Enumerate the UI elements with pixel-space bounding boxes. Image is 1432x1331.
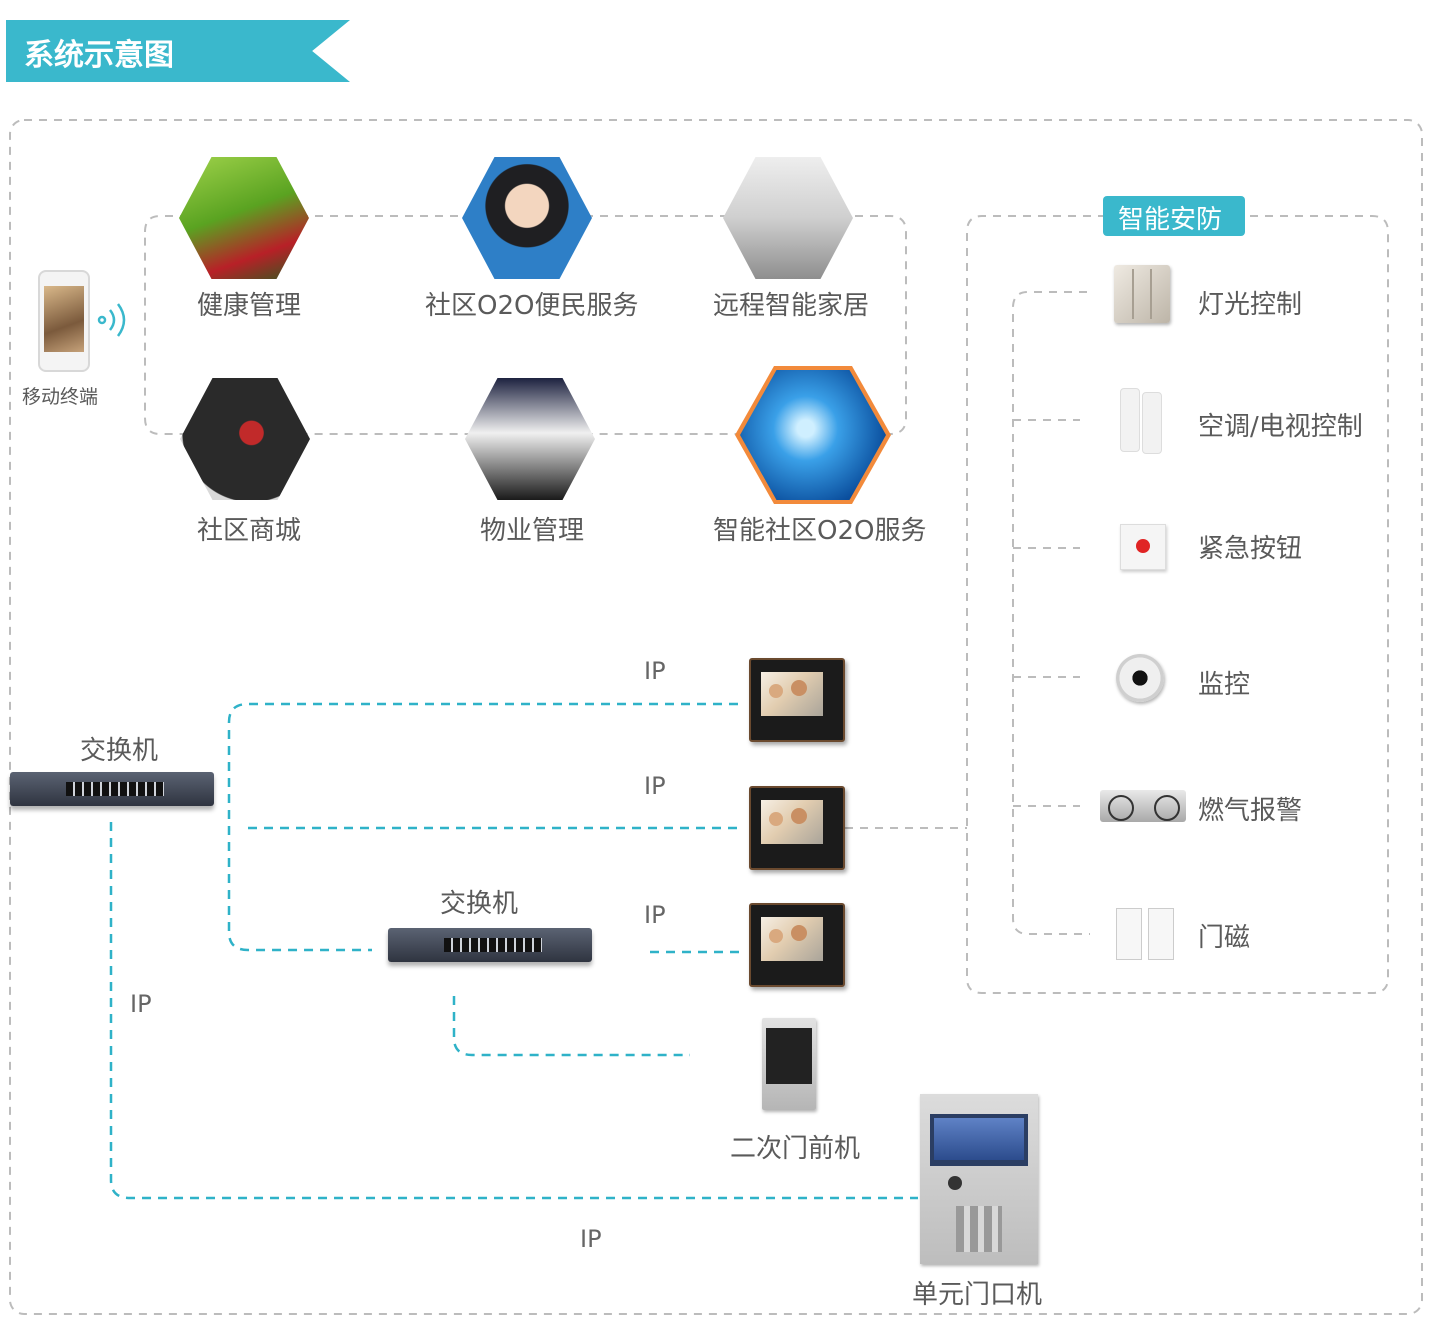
sub-switch-label: 交换机 — [440, 889, 519, 919]
surveillance-camera-icon — [1116, 654, 1164, 702]
security-item-emergency: 紧急按钮 — [1198, 534, 1303, 564]
phone-screen — [44, 286, 84, 352]
unit-door-label: 单元门口机 — [912, 1280, 1043, 1310]
main-switch — [10, 772, 214, 806]
ip-label-monitor-1: IP — [644, 657, 666, 685]
light-switch-icon — [1114, 265, 1170, 323]
security-item-monitor: 监控 — [1198, 670, 1251, 700]
sub-switch — [388, 928, 592, 962]
ip-label-bottom: IP — [580, 1225, 602, 1253]
security-item-door-magnet: 门磁 — [1198, 923, 1251, 953]
indoor-monitor-2 — [749, 786, 845, 870]
indoor-monitor-3 — [749, 903, 845, 987]
mobile-phone — [38, 270, 90, 372]
ip-label-main-trunk: IP — [130, 990, 152, 1018]
ip-label-monitor-3: IP — [644, 901, 666, 929]
property-management-label: 物业管理 — [480, 516, 585, 546]
security-item-ac-tv: 空调/电视控制 — [1198, 412, 1363, 442]
security-title-badge — [1103, 196, 1245, 236]
gas-stove-icon — [1100, 790, 1186, 822]
smart-home-image — [723, 157, 853, 279]
ip-label-monitor-2: IP — [644, 772, 666, 800]
health-management-label: 健康管理 — [197, 291, 302, 321]
indoor-monitor-1 — [749, 658, 845, 742]
community-mall-label: 社区商城 — [197, 516, 302, 546]
unit-door-station — [920, 1094, 1038, 1264]
smart-community-o2o-label: 智能社区O2O服务 — [713, 516, 927, 546]
security-item-gas: 燃气报警 — [1198, 796, 1303, 826]
o2o-service-label: 社区O2O便民服务 — [425, 291, 639, 321]
main-switch-label: 交换机 — [80, 736, 159, 766]
security-title: 智能安防 — [1118, 205, 1223, 235]
remote-smart-home-label: 远程智能家居 — [713, 291, 870, 321]
title-banner — [6, 20, 350, 82]
security-item-light: 灯光控制 — [1198, 290, 1303, 320]
mobile-terminal-label: 移动终端 — [22, 386, 99, 408]
emergency-button-icon — [1120, 524, 1166, 570]
secondary-door-station — [762, 1018, 816, 1110]
secondary-door-label: 二次门前机 — [730, 1134, 861, 1164]
page-title: 系统示意图 — [24, 38, 174, 73]
wifi-signal-icon — [94, 300, 130, 344]
